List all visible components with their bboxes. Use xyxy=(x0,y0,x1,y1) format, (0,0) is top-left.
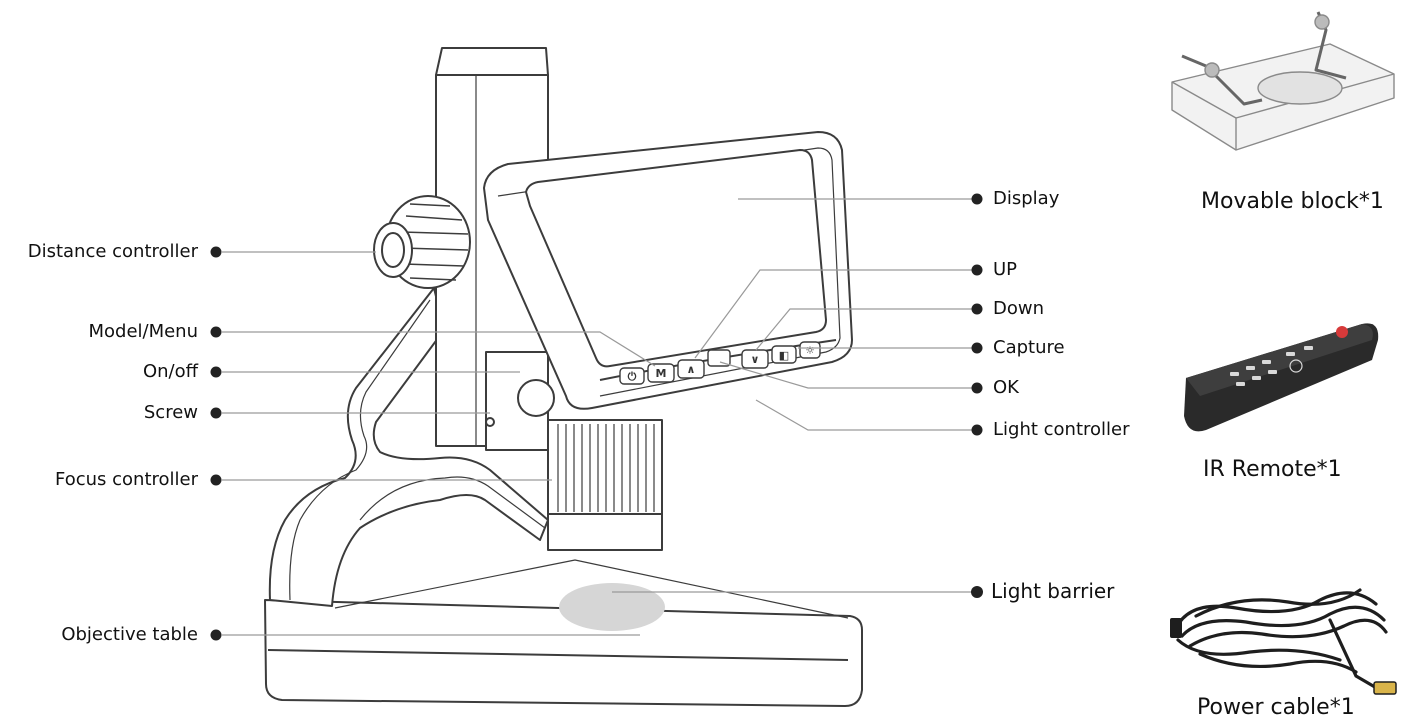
label-focus-controller: Focus controller xyxy=(55,469,198,490)
leader-up xyxy=(694,269,972,359)
label-objective-table: Objective table xyxy=(61,624,198,645)
display-screen xyxy=(525,149,827,368)
button-power[interactable] xyxy=(619,367,645,385)
caption-power-cable: Power cable*1 xyxy=(1197,695,1355,720)
dot-light-controller xyxy=(971,424,983,436)
ir-remote-icon xyxy=(1184,323,1379,432)
dot-screw xyxy=(210,407,222,419)
light-barrier-disc xyxy=(559,583,665,631)
leader-ok xyxy=(719,361,972,389)
menu-glyph: M xyxy=(656,367,667,380)
dot-up xyxy=(971,264,983,276)
label-up: UP xyxy=(993,259,1018,280)
leader-down xyxy=(755,308,972,351)
capture-icon: ◧ xyxy=(779,349,789,362)
stand-arm-inner xyxy=(289,299,431,601)
base-inner xyxy=(334,559,849,619)
button-row xyxy=(619,341,821,385)
label-screw: Screw xyxy=(143,402,198,423)
label-on-off: On/off xyxy=(142,361,198,382)
label-distance-controller: Distance controller xyxy=(27,241,198,262)
label-model-menu: Model/Menu xyxy=(88,321,198,342)
dot-capture xyxy=(971,342,983,354)
label-light-controller: Light controller xyxy=(993,419,1130,440)
base-top xyxy=(264,599,863,707)
screw-head xyxy=(485,417,495,427)
button-light[interactable] xyxy=(799,341,821,359)
stand-arm-outer xyxy=(268,287,549,607)
dot-light-barrier xyxy=(971,586,983,598)
callout-dots xyxy=(210,193,983,641)
button-capture[interactable] xyxy=(771,345,797,364)
button-up[interactable] xyxy=(677,359,705,379)
display-housing-inner xyxy=(497,147,841,397)
label-display: Display xyxy=(993,188,1060,209)
distance-knob xyxy=(373,195,471,289)
screw-knob xyxy=(517,379,555,417)
label-capture: Capture xyxy=(993,337,1065,358)
dot-focus-controller xyxy=(210,474,222,486)
dot-model-menu xyxy=(210,326,222,338)
power-cable-icon xyxy=(1174,588,1388,692)
leader-model-menu xyxy=(222,331,656,367)
base-front-edge xyxy=(267,649,849,661)
microscope-illustration xyxy=(264,47,863,707)
dot-distance-controller xyxy=(210,246,222,258)
down-glyph: ∨ xyxy=(751,353,760,366)
stand-arm-inner-2 xyxy=(359,476,546,529)
caption-ir-remote: IR Remote*1 xyxy=(1203,457,1342,482)
label-ok: OK xyxy=(993,377,1019,398)
dot-objective-table xyxy=(210,629,222,641)
focus-barrel-grip xyxy=(557,424,655,512)
up-glyph: ∧ xyxy=(687,363,696,376)
button-menu[interactable] xyxy=(647,363,675,383)
movable-block-icon xyxy=(1171,11,1395,151)
column-top xyxy=(435,47,549,76)
power-cable-plug-2 xyxy=(1170,618,1182,638)
button-ok[interactable] xyxy=(707,349,731,367)
caption-movable-block: Movable block*1 xyxy=(1201,189,1384,214)
callout-lines xyxy=(222,198,972,636)
dot-down xyxy=(971,303,983,315)
label-light-barrier: Light barrier xyxy=(991,579,1115,603)
button-down[interactable] xyxy=(741,349,769,369)
dot-display xyxy=(971,193,983,205)
dot-on-off xyxy=(210,366,222,378)
dot-ok xyxy=(971,382,983,394)
power-icon: ⏻ xyxy=(628,370,637,383)
light-icon: ☼ xyxy=(805,344,815,357)
focus-barrel xyxy=(547,419,663,551)
button-glyphs: ⏻ M ∧ ∨ ◧ ☼ xyxy=(628,344,815,383)
leader-light-controller xyxy=(755,399,972,431)
label-down: Down xyxy=(993,298,1045,319)
power-cable-plug xyxy=(1373,681,1397,695)
